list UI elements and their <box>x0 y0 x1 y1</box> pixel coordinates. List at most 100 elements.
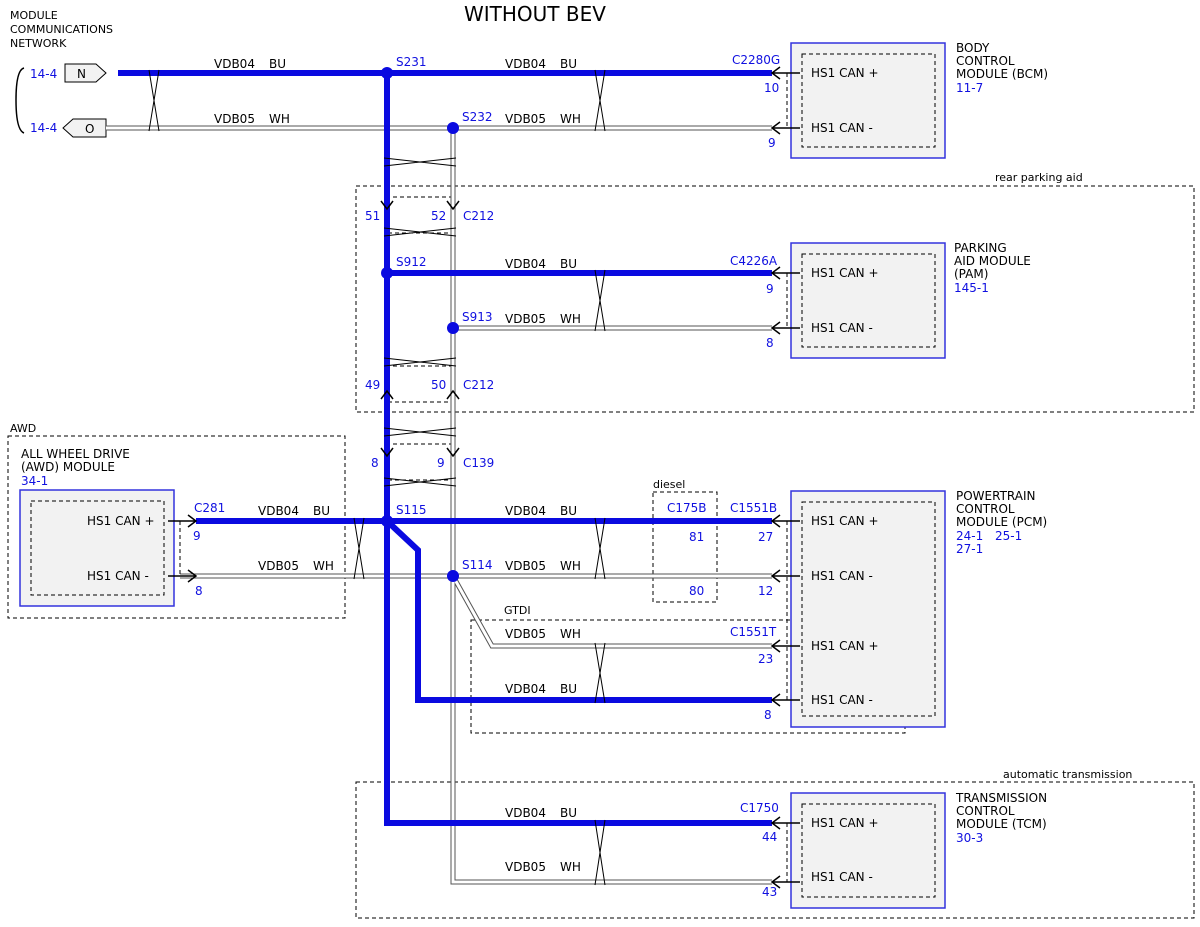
network-label-line-3: NETWORK <box>10 37 67 50</box>
tcm-ref[interactable]: 30-3 <box>956 831 983 845</box>
zone-rear-parking-aid-label: rear parking aid <box>995 171 1083 184</box>
connector-c212-pin-50: 50 <box>431 378 446 392</box>
zone-diesel-label: diesel <box>653 478 685 491</box>
connector-c212-label-lower: C212 <box>463 378 494 392</box>
awd-ref[interactable]: 34-1 <box>21 474 48 488</box>
bcm-name-line-3: MODULE (BCM) <box>956 67 1048 81</box>
tcm-name-line-3: MODULE (TCM) <box>956 817 1047 831</box>
svg-text:WH: WH <box>560 860 581 874</box>
diesel-connector-name[interactable]: C175B <box>667 501 707 515</box>
svg-text:O: O <box>85 122 94 136</box>
pam-pin-plus: 9 <box>766 282 774 296</box>
svg-text:VDB04: VDB04 <box>258 504 299 518</box>
svg-text:N: N <box>77 67 86 81</box>
connector-c139-box <box>385 443 456 481</box>
bcm-pin-minus-label: HS1 CAN - <box>811 121 873 135</box>
splice-s114-label: S114 <box>462 558 493 572</box>
svg-text:VDB04: VDB04 <box>505 257 546 271</box>
svg-text:VDB04: VDB04 <box>214 57 255 71</box>
connector-n-tag[interactable]: N <box>64 63 107 83</box>
connector-c139-pin-9: 9 <box>437 456 445 470</box>
svg-text:BU: BU <box>269 57 286 71</box>
splice-s912[interactable] <box>381 267 393 279</box>
splice-s231-label: S231 <box>396 55 427 69</box>
pam-connector[interactable]: C4226A <box>730 254 778 268</box>
pam-name-line-1: PARKING <box>954 241 1007 255</box>
svg-text:VDB05: VDB05 <box>258 559 299 573</box>
connector-o-tag[interactable]: O <box>62 118 107 138</box>
connector-c212-label-upper: C212 <box>463 209 494 223</box>
svg-text:VDB05: VDB05 <box>505 312 546 326</box>
pcm-pin-minus: 12 <box>758 584 773 598</box>
svg-text:BU: BU <box>560 682 577 696</box>
pcm-ref-2[interactable]: 25-1 <box>995 529 1022 543</box>
bcm-name-line-2: CONTROL <box>956 54 1015 68</box>
awd-name-line-2: (AWD) MODULE <box>21 460 115 474</box>
network-ref-o[interactable]: 14-4 <box>30 121 57 135</box>
awd-name-line-1: ALL WHEEL DRIVE <box>21 447 130 461</box>
network-label-line-1: MODULE <box>10 9 58 22</box>
connector-c139-pin-8: 8 <box>371 456 379 470</box>
tcm-name-line-2: CONTROL <box>956 804 1015 818</box>
twist-markers <box>148 69 606 886</box>
svg-text:WH: WH <box>269 112 290 126</box>
splice-s231[interactable] <box>381 67 393 79</box>
awd-connector[interactable]: C281 <box>194 501 225 515</box>
splice-s232[interactable] <box>447 122 459 134</box>
pcm-name-line-2: CONTROL <box>956 502 1015 516</box>
svg-text:BU: BU <box>560 257 577 271</box>
pcm-pin-minus-label: HS1 CAN - <box>811 569 873 583</box>
network-ref-n[interactable]: 14-4 <box>30 67 57 81</box>
splice-s913[interactable] <box>447 322 459 334</box>
pcm-ref-3[interactable]: 27-1 <box>956 542 983 556</box>
diesel-connector-pin-a: 81 <box>689 530 704 544</box>
wh-wires <box>106 125 772 885</box>
pcm-ref-1[interactable]: 24-1 <box>956 529 983 543</box>
splice-s115[interactable] <box>381 515 393 527</box>
awd-pin-plus-label: HS1 CAN + <box>87 514 155 528</box>
zone-automatic-transmission <box>355 781 1195 919</box>
tcm-pin-plus-label: HS1 CAN + <box>811 816 879 830</box>
splice-s114[interactable] <box>447 570 459 582</box>
splice-s913-label: S913 <box>462 310 493 324</box>
zone-awd <box>7 435 346 619</box>
svg-text:WH: WH <box>560 112 581 126</box>
tcm-pin-plus: 44 <box>762 830 777 844</box>
svg-text:WH: WH <box>313 559 334 573</box>
awd-pin-minus-label: HS1 CAN - <box>87 569 149 583</box>
svg-text:VDB04: VDB04 <box>505 682 546 696</box>
diagram-title: WITHOUT BEV <box>464 2 606 26</box>
network-brace <box>15 67 25 134</box>
pcm-name-line-1: POWERTRAIN <box>956 489 1036 503</box>
pcm-gtdi-connector[interactable]: C1551T <box>730 625 777 639</box>
network-label-line-2: COMMUNICATIONS <box>10 23 113 36</box>
pcm-gtdi-pin-plus: 23 <box>758 652 773 666</box>
pcm-connector[interactable]: C1551B <box>730 501 777 515</box>
svg-text:BU: BU <box>313 504 330 518</box>
pcm-pin-plus-label: HS1 CAN + <box>811 514 879 528</box>
svg-text:BU: BU <box>560 806 577 820</box>
module-awd[interactable] <box>19 489 198 607</box>
vertical-connector-arrows <box>380 200 460 458</box>
module-bcm[interactable] <box>770 42 946 159</box>
bcm-connector[interactable]: C2280G <box>732 53 780 67</box>
pam-ref[interactable]: 145-1 <box>954 281 989 295</box>
svg-text:VDB04: VDB04 <box>505 504 546 518</box>
pam-pin-plus-label: HS1 CAN + <box>811 266 879 280</box>
module-pcm[interactable] <box>770 490 946 728</box>
connector-c212-pin-49: 49 <box>365 378 380 392</box>
pcm-gtdi-pin-plus-label: HS1 CAN + <box>811 639 879 653</box>
pam-pin-minus: 8 <box>766 336 774 350</box>
bcm-ref[interactable]: 11-7 <box>956 81 983 95</box>
network-label: MODULE COMMUNICATIONS NETWORK <box>10 9 113 50</box>
module-tcm[interactable] <box>770 792 946 909</box>
tcm-connector[interactable]: C1750 <box>740 801 779 815</box>
svg-text:WH: WH <box>560 559 581 573</box>
svg-text:VDB05: VDB05 <box>214 112 255 126</box>
pam-name-line-3: (PAM) <box>954 267 988 281</box>
svg-text:WH: WH <box>560 627 581 641</box>
module-pam[interactable] <box>770 242 946 359</box>
splice-s912-label: S912 <box>396 255 427 269</box>
svg-text:VDB05: VDB05 <box>505 112 546 126</box>
